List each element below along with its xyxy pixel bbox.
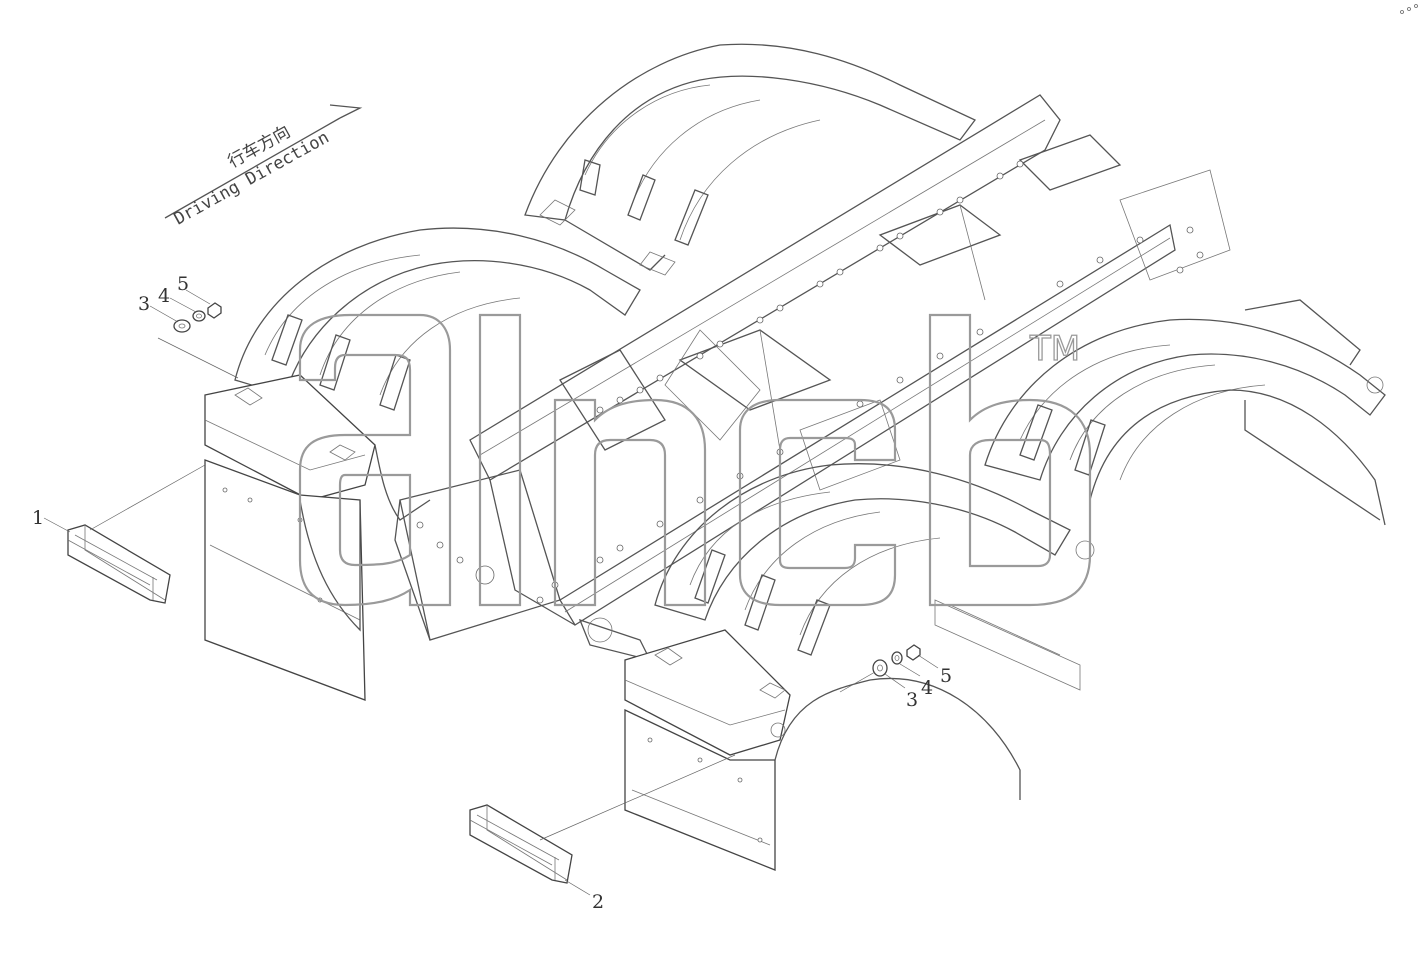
callout-5-upper: 5	[177, 273, 189, 295]
callout-1: 1	[32, 507, 44, 529]
fender-right-rear	[934, 299, 1386, 691]
part-2-marker-light: 2	[469, 754, 736, 913]
corner-mark	[1400, 4, 1418, 14]
driving-direction-arrow: 行车方向 Driving Direction	[164, 104, 363, 229]
fender-upper-rear	[524, 43, 977, 276]
watermark-logo: TM	[298, 313, 1092, 607]
fender-left-front	[204, 227, 641, 701]
callout-4-lower: 4	[921, 677, 933, 699]
callout-5-lower: 5	[940, 665, 952, 687]
fastener-group-upper: 3 4 5	[138, 273, 239, 379]
part-1-marker-light: 1	[32, 464, 206, 604]
fender-right-front	[624, 463, 1071, 871]
callout-2: 2	[592, 891, 604, 913]
frame-holes	[416, 160, 1204, 604]
watermark-tm: TM	[1029, 329, 1080, 369]
callout-3-upper: 3	[138, 293, 150, 315]
fastener-group-lower: 3 4 5	[839, 644, 952, 711]
callout-4-upper: 4	[158, 285, 170, 307]
callout-3-lower: 3	[906, 689, 918, 711]
